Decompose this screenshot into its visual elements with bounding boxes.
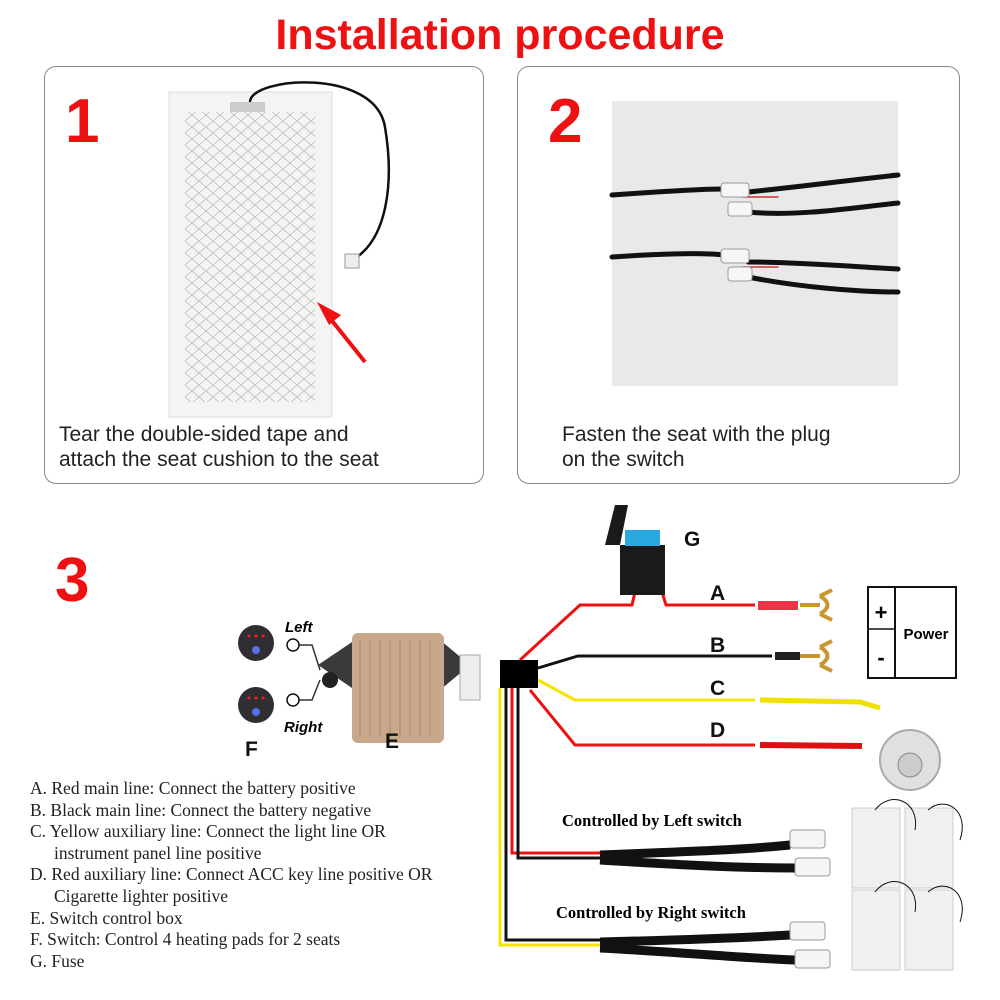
switch-control-box <box>318 633 481 743</box>
label-c: C <box>710 677 725 700</box>
right-switch-caption: Controlled by Right switch <box>556 903 746 922</box>
heating-pads-image <box>851 799 963 971</box>
power-label: Power <box>903 626 948 643</box>
wire-hub <box>500 660 538 688</box>
step-number: 3 <box>55 546 90 615</box>
fuse-holder <box>605 505 665 595</box>
power-plus: + <box>875 600 888 625</box>
step-1-panel: 1 Tear the double-sided tape and attach … <box>44 66 484 484</box>
step-1-caption-line-2: attach the seat cushion to the seat <box>59 448 379 471</box>
step-2-caption-line-2: on the switch <box>562 448 685 471</box>
right-seat-plug <box>599 921 831 969</box>
step-number: 2 <box>548 87 583 156</box>
label-g: G <box>684 528 700 551</box>
wire-a-red <box>518 591 637 662</box>
legend-item-e: E. Switch control box <box>30 907 183 928</box>
legend-item-g: G. Fuse <box>30 950 85 971</box>
label-e: E <box>385 730 399 753</box>
legend-item-b: B. Black main line: Connect the battery … <box>30 799 372 820</box>
label-a: A <box>710 582 725 605</box>
step-number: 1 <box>65 87 100 156</box>
legend-item-a: A. Red main line: Connect the battery po… <box>30 778 356 798</box>
legend-item-d: D. Red auxiliary line: Connect ACC key l… <box>30 864 433 885</box>
fork-terminal-icon <box>800 639 833 673</box>
wire-c-yellow <box>537 678 755 702</box>
plug-connection-image <box>609 101 901 386</box>
step-1-caption-line-1: Tear the double-sided tape and <box>59 423 349 446</box>
heating-pad-image <box>168 81 391 418</box>
legend-item-c-cont: instrument panel line positive <box>54 842 262 863</box>
left-switch-caption: Controlled by Left switch <box>562 811 742 830</box>
label-d: D <box>710 719 725 742</box>
step-2-caption-line-1: Fasten the seat with the plug <box>562 423 831 446</box>
wire-b-black <box>537 654 772 670</box>
fork-terminal-icon <box>800 588 833 622</box>
page-title: Installation procedure <box>275 11 725 59</box>
label-b: B <box>710 634 725 657</box>
power-minus: - <box>877 645 884 670</box>
legend: A. Red main line: Connect the battery po… <box>30 778 432 972</box>
switch-right-label: Right <box>284 719 323 736</box>
legend-item-c: C. Yellow auxiliary line: Connect the li… <box>30 821 386 842</box>
switch-right-button <box>238 687 274 723</box>
power-box <box>867 586 957 679</box>
switch-left-label: Left <box>285 619 314 636</box>
legend-item-d-cont: Cigarette lighter positive <box>54 885 228 906</box>
legend-item-f: F. Switch: Control 4 heating pads for 2 … <box>30 929 341 950</box>
ignition-key-icon <box>879 729 941 791</box>
left-seat-plug <box>599 829 831 877</box>
switch-left-button <box>238 625 274 661</box>
label-f: F <box>245 738 258 761</box>
wire-right-switch <box>498 688 600 947</box>
wiring-diagram: + - Power A B C D E F G Left Right Contr… <box>238 505 963 971</box>
wire-left-switch <box>510 688 600 855</box>
step-2-panel: 2 Fasten the seat with the plug on the s… <box>517 66 960 484</box>
wire-d-red <box>528 689 755 747</box>
arrow-icon <box>317 302 341 325</box>
